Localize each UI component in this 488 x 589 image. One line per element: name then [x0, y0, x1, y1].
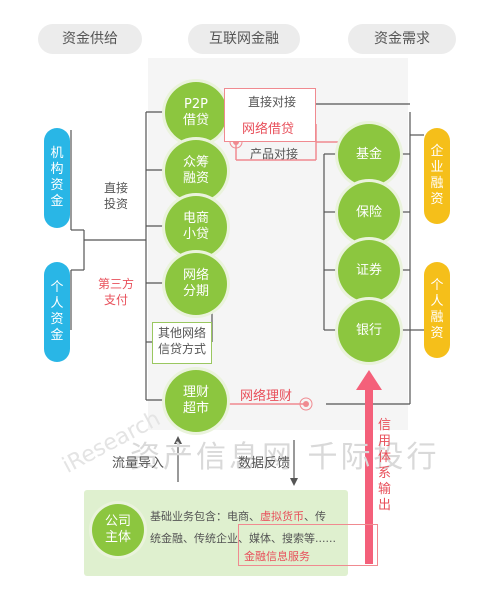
label-direct-docking: 直接对接: [248, 95, 297, 109]
demand-enterprise: 企业 融资: [424, 128, 450, 224]
header-supply: 资金供给: [38, 24, 142, 54]
node-company: 公司主体: [92, 504, 144, 556]
header-demand: 资金需求: [348, 24, 456, 54]
node-insurance: 保险: [338, 182, 400, 244]
financial-info-box: [238, 524, 378, 566]
business-line-2: 统金融、传统企业、媒体、搜索等......: [150, 532, 336, 545]
label-network-wealth: 网络理财: [240, 389, 293, 404]
node-wealth-market: 理财超市: [165, 370, 227, 432]
supplier-institutional: 机构 资金: [44, 128, 70, 228]
business-line-1: 基础业务包含：电商、虚拟货币、传: [150, 510, 326, 523]
node-online-installment: 网络分期: [165, 253, 227, 315]
label-network-lending: 网络借贷: [242, 122, 295, 137]
label-data-feedback: 数据反馈: [238, 456, 291, 471]
label-product-docking: 产品对接: [250, 147, 299, 161]
network-lending-box: [224, 88, 316, 142]
label-direct-investment: 直接投资: [104, 181, 129, 211]
watermark-site: 资产信息网 千际投行: [130, 440, 440, 475]
node-bank: 银行: [338, 300, 400, 362]
node-crowdfunding: 众筹融资: [165, 140, 227, 202]
other-network-credit: 其他网络信贷方式: [152, 322, 212, 364]
node-ecommerce-loan: 电商小贷: [165, 196, 227, 258]
label-traffic-import: 流量导入: [112, 456, 165, 471]
supplier-individual: 个人 资金: [44, 262, 70, 362]
node-fund: 基金: [338, 124, 400, 186]
demand-individual: 个人 融资: [424, 262, 450, 358]
header-internet-finance: 互联网金融: [188, 24, 300, 54]
business-line-3: 金融信息服务: [244, 550, 310, 563]
label-third-party-payment: 第三方支付: [98, 277, 135, 307]
node-securities: 证券: [338, 240, 400, 302]
label-credit-output: 信用体 系输出: [378, 418, 392, 513]
